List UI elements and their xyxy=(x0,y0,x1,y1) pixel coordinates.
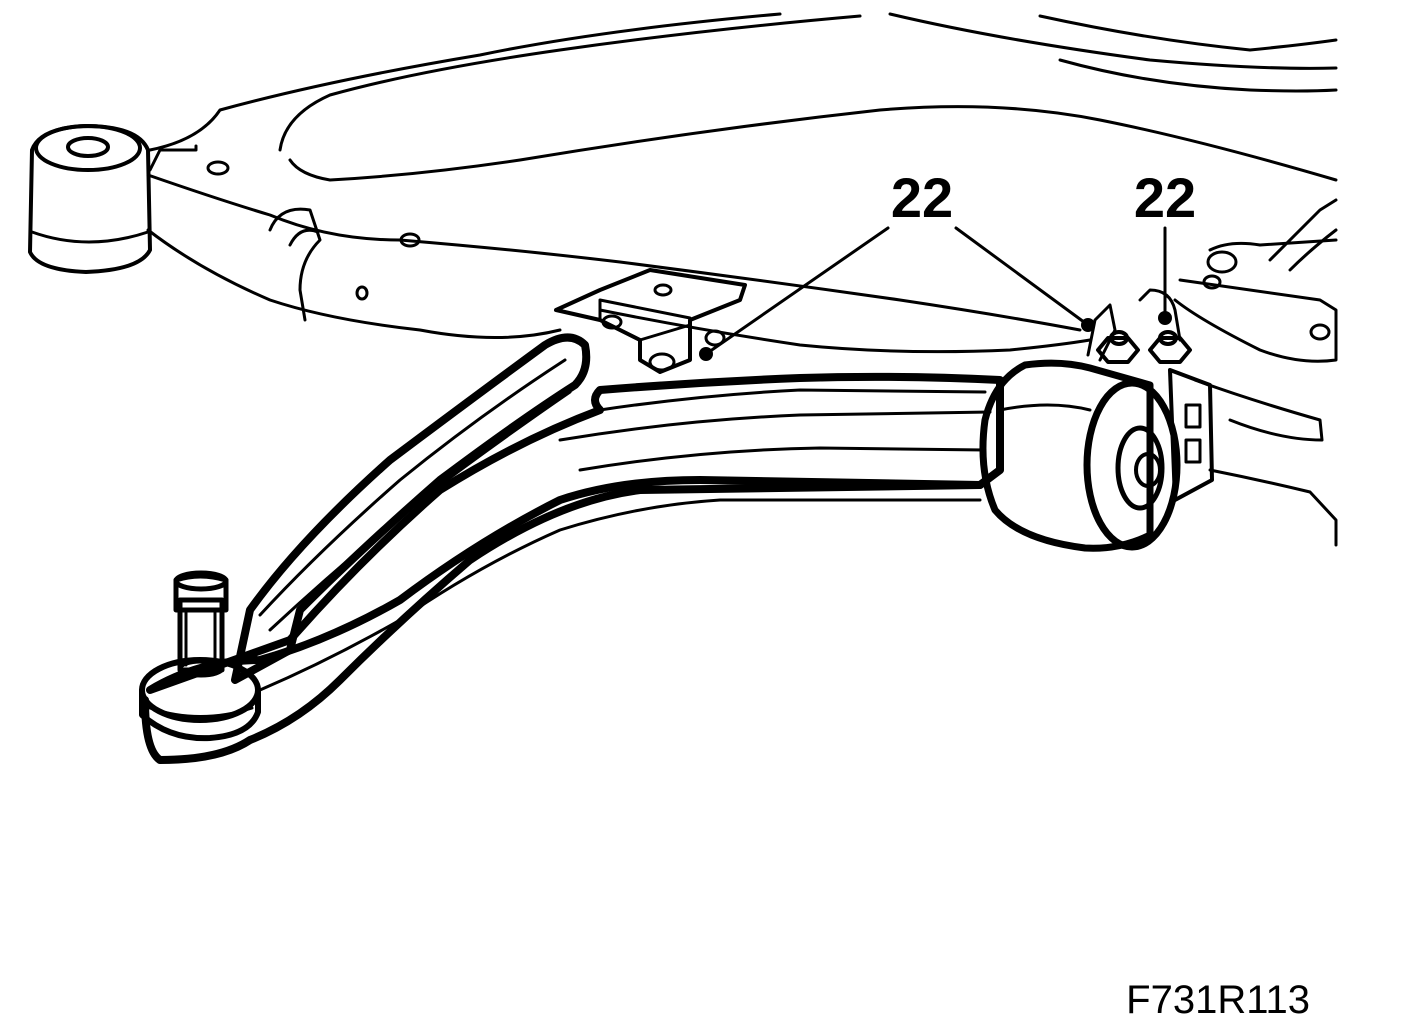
ball-joint xyxy=(139,570,261,742)
front-mount-bracket xyxy=(554,268,747,374)
rear-mount-bolts xyxy=(1086,288,1192,364)
leader-line-left xyxy=(704,226,890,356)
callout-label-right: 22 xyxy=(1134,166,1196,229)
rear-bushing xyxy=(979,359,1214,552)
figure-id: F731R113 xyxy=(1126,978,1310,1022)
subframe xyxy=(28,12,1338,547)
callout-label-left: 22 xyxy=(891,166,953,229)
control-arm xyxy=(139,333,1004,764)
callout-leaders xyxy=(699,226,1172,361)
leader-dot-left xyxy=(699,347,713,361)
leader-line-middle xyxy=(954,226,1090,327)
leader-dot-right xyxy=(1158,311,1172,325)
subframe-mount-bushing xyxy=(28,124,152,274)
leader-dot-middle xyxy=(1081,318,1095,332)
